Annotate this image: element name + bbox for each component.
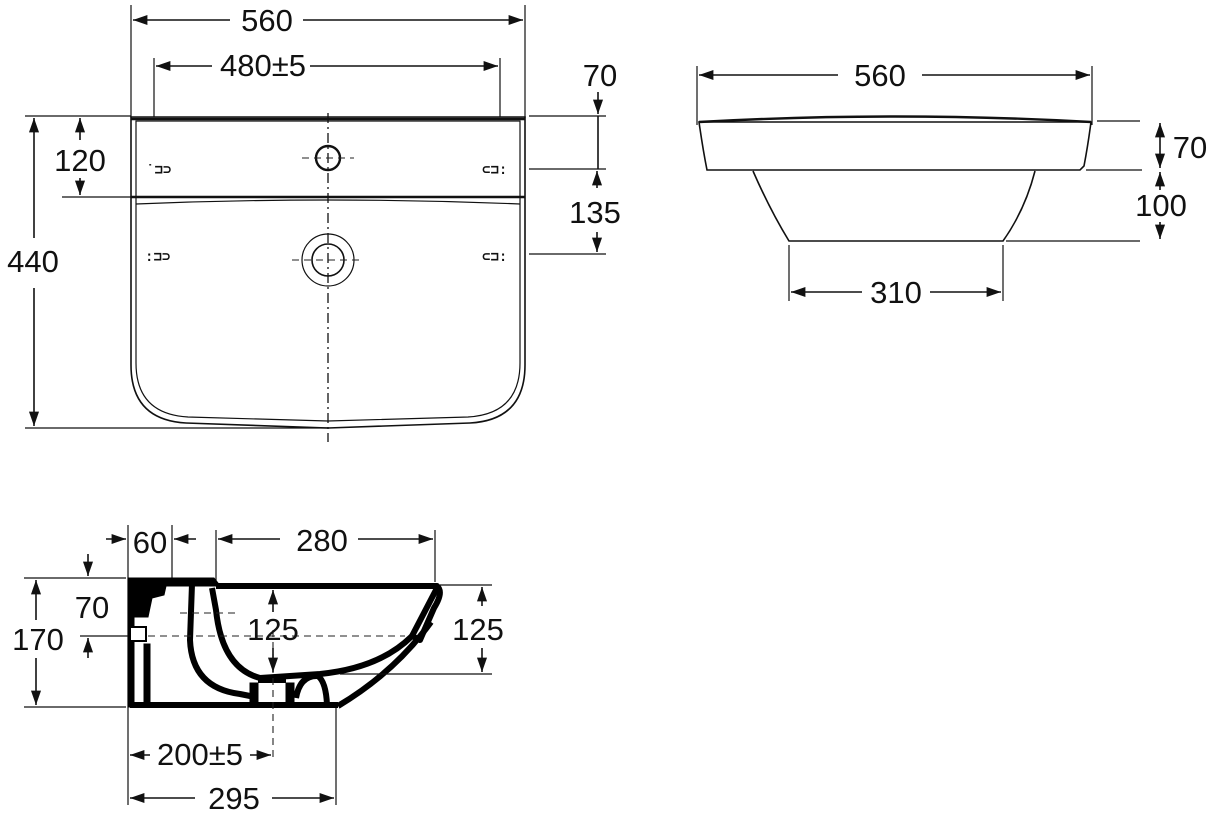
dim-base-length: 295 (130, 781, 334, 814)
dim-base-width: 310 (791, 275, 1001, 310)
svg-text::⊐⊃: :⊐⊃ (145, 250, 170, 266)
dim-rim-height-label: 70 (1173, 130, 1207, 165)
dim-wall-thickness-label: 60 (133, 525, 167, 560)
svg-text:˙⊐⊃: ˙⊐⊃ (146, 163, 171, 179)
dim-bowl-height: 100 (1135, 172, 1187, 239)
dim-rim-height: 70 (1154, 123, 1207, 168)
top-view: 560 480±5 ˙⊐⊃ (7, 3, 621, 442)
dim-top-offset-label: 70 (583, 58, 617, 93)
dim-bowl-depth-outer-label: 125 (452, 612, 504, 647)
dim-bowl-length: 280 (218, 523, 433, 558)
dim-tap-from-wall: 120 (54, 118, 106, 195)
tap-hole (302, 144, 354, 172)
dim-bowl-length-label: 280 (296, 523, 348, 558)
dim-fixing-distance-label: 480±5 (220, 48, 306, 83)
basin-section (127, 577, 443, 709)
dim-depth-label: 440 (7, 244, 59, 279)
dim-tap-from-wall-label: 120 (54, 143, 106, 178)
dim-bowl-depth-outer: 125 (452, 587, 504, 672)
dim-top-offset: 70 (583, 58, 617, 169)
basin-front-outline (698, 115, 1092, 242)
dim-overflow-height: 70 (75, 554, 109, 658)
dim-top-width-label: 560 (241, 3, 293, 38)
dim-front-width: 560 (699, 58, 1090, 93)
dim-fixing-distance: 480±5 (156, 48, 498, 83)
dim-total-height: 170 (12, 580, 64, 705)
dim-top-width: 560 (133, 3, 523, 38)
dim-bowl-depth-inner-label: 125 (247, 612, 299, 647)
dim-base-length-label: 295 (208, 781, 260, 814)
fixing-marks: ˙⊐⊃ ⊂⊐: :⊐⊃ ⊂⊐: (145, 163, 507, 266)
dim-tap-to-waste: 135 (569, 171, 621, 252)
svg-text:⊂⊐:: ⊂⊐: (482, 163, 507, 179)
dim-total-height-label: 170 (12, 622, 64, 657)
dim-base-width-label: 310 (870, 275, 922, 310)
dim-bowl-height-label: 100 (1135, 188, 1187, 223)
svg-text:⊂⊐:: ⊂⊐: (482, 250, 507, 266)
waste-hole (292, 233, 364, 287)
section-view: 60 280 (12, 523, 504, 814)
dim-waste-from-wall: 200±5 (130, 737, 271, 772)
front-view: 560 70 100 310 (696, 58, 1207, 310)
dim-depth: 440 (7, 118, 59, 426)
dim-wall-thickness: 60 (106, 525, 196, 560)
dim-overflow-height-label: 70 (75, 590, 109, 625)
dim-tap-to-waste-label: 135 (569, 195, 621, 230)
dim-bowl-depth-inner: 125 (247, 590, 299, 672)
dim-waste-from-wall-label: 200±5 (157, 737, 243, 772)
dim-front-width-label: 560 (854, 58, 906, 93)
